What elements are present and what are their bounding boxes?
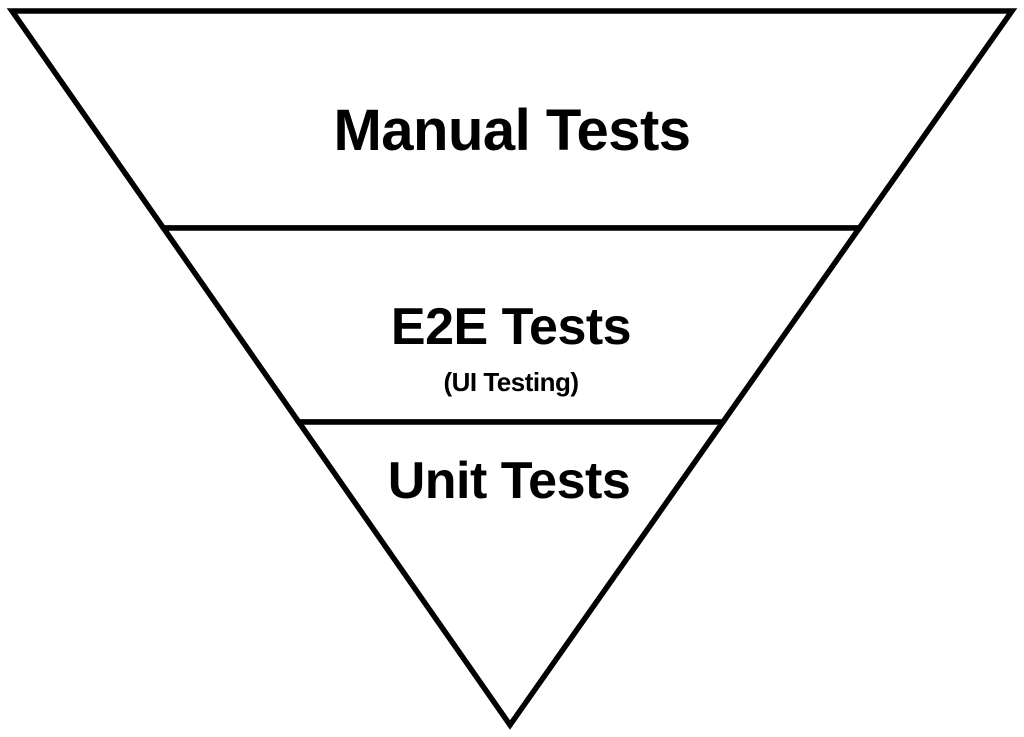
pyramid-layer-unit-tests: Unit Tests	[293, 419, 729, 730]
pyramid-layer-e2e-tests: E2E Tests (UI Testing)	[158, 225, 865, 425]
unit-tests-label: Unit Tests	[388, 452, 631, 510]
e2e-tests-sublabel: (UI Testing)	[443, 367, 578, 397]
manual-tests-label: Manual Tests	[333, 98, 690, 163]
e2e-tests-label: E2E Tests	[391, 298, 631, 356]
unit-tests-region	[293, 419, 729, 730]
pyramid-layer-manual-tests: Manual Tests	[6, 8, 1018, 231]
